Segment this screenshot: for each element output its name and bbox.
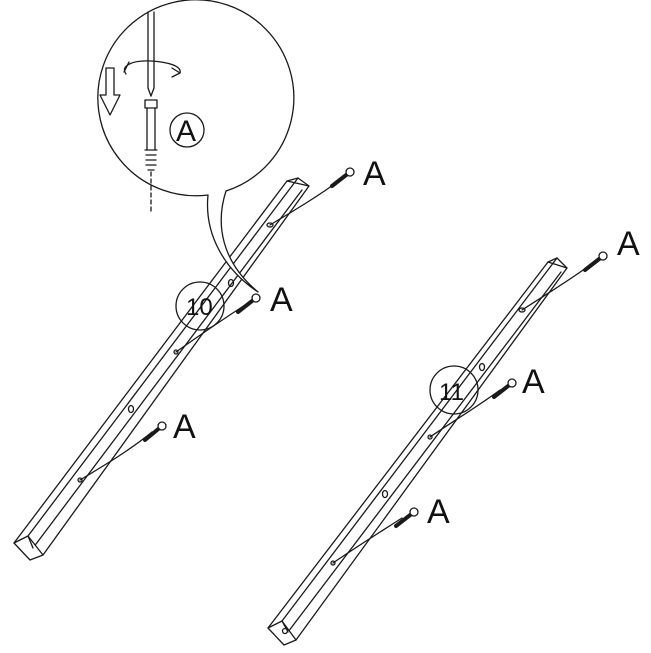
detail-callout	[97, 0, 295, 293]
part-label: A	[617, 225, 640, 263]
part-label: A	[270, 281, 293, 319]
cam-bolt-icon	[330, 167, 355, 188]
screwdriver-icon	[147, 11, 155, 97]
part-label: A	[173, 408, 196, 446]
down-arrow-icon	[99, 67, 121, 116]
right-rail	[267, 257, 568, 646]
rotate-arrow-icon	[123, 60, 181, 78]
cam-bolt-icon	[394, 507, 419, 528]
step-10-label: 10	[186, 294, 213, 321]
step-10-circle	[175, 281, 225, 331]
cam-bolt-icon	[236, 293, 261, 314]
cam-bolt-icon	[583, 251, 608, 272]
detail-part-label: A	[176, 115, 196, 148]
step-11-circle	[429, 365, 479, 415]
cam-bolt-icon	[492, 378, 517, 399]
part-label: A	[427, 493, 450, 531]
cam-bolt-icon	[143, 421, 167, 442]
cam-bolt-icon	[144, 99, 158, 171]
left-rail	[13, 177, 310, 561]
part-label: A	[363, 155, 386, 193]
step-11-label: 11	[439, 379, 464, 406]
part-label: A	[522, 363, 545, 401]
